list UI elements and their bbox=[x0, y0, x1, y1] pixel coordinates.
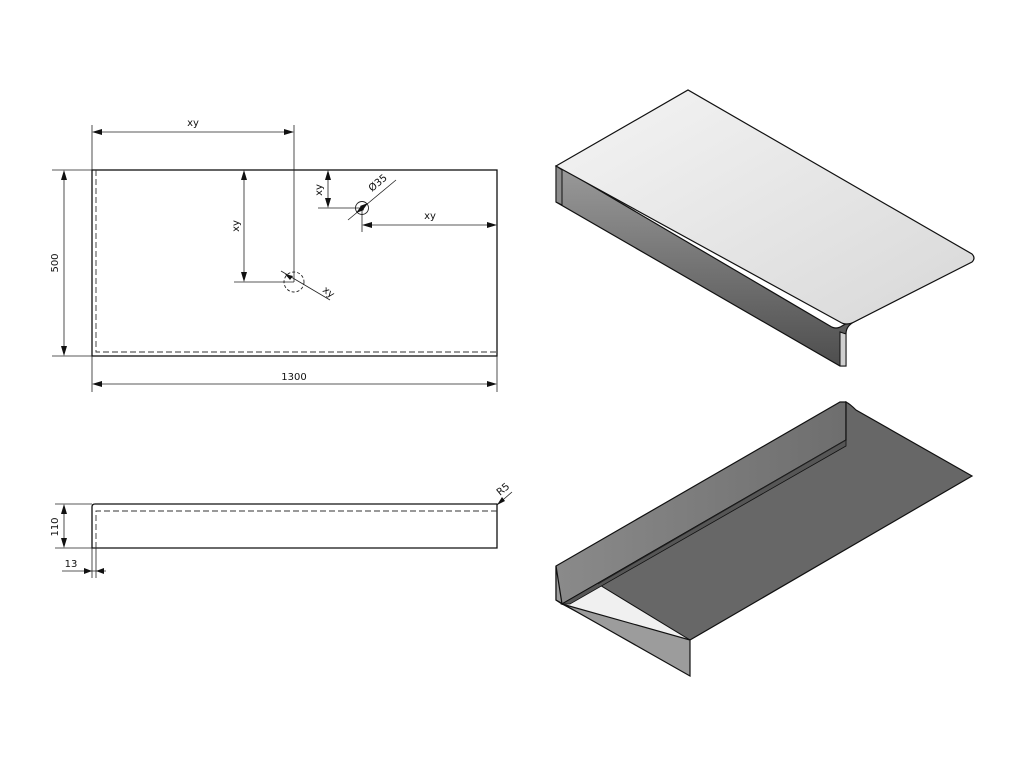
arrowhead bbox=[96, 568, 104, 574]
arrowhead bbox=[61, 346, 67, 356]
dim-height-label: 110 bbox=[50, 517, 61, 536]
top-view: 500 1300 xy xy xy xy bbox=[50, 118, 498, 392]
drain-hole bbox=[283, 271, 305, 293]
dim-radius-label: R5 bbox=[495, 481, 512, 498]
arrowhead bbox=[325, 198, 331, 208]
arrowhead bbox=[325, 170, 331, 180]
dim-hole-x-label: xy bbox=[187, 118, 199, 129]
arrowhead bbox=[61, 170, 67, 180]
small-hole-leader-line bbox=[347, 179, 397, 221]
iso-left-end bbox=[555, 165, 563, 206]
front-view-outline bbox=[91, 503, 498, 549]
iso-front-flange bbox=[555, 565, 691, 678]
iso-edge-line bbox=[597, 439, 847, 585]
arrowhead bbox=[284, 129, 294, 135]
arrowhead bbox=[92, 129, 102, 135]
isometric-view-bottom bbox=[555, 401, 974, 678]
dim-small-hole-y-label: xy bbox=[314, 184, 325, 196]
dim-small-hole-x-label: xy bbox=[424, 211, 436, 222]
arrowhead bbox=[61, 504, 67, 514]
dim-length-label: 1300 bbox=[281, 372, 306, 383]
arrowhead bbox=[356, 206, 364, 213]
arrowhead bbox=[241, 170, 247, 180]
top-view-hidden-edge bbox=[95, 170, 497, 353]
arrowhead bbox=[285, 274, 293, 280]
iso-under-face bbox=[560, 401, 974, 641]
dim-hole-y-label: xy bbox=[231, 220, 242, 232]
arrowhead bbox=[61, 538, 67, 548]
arrowhead bbox=[92, 381, 102, 387]
top-view-outline bbox=[91, 169, 498, 357]
arrowhead bbox=[84, 568, 92, 574]
dim-thickness-label: 13 bbox=[65, 559, 78, 570]
dim-small-hole-dia-label: Ø35 bbox=[366, 172, 390, 194]
iso-right-flange-edge bbox=[839, 331, 847, 367]
isometric-view-top bbox=[554, 89, 975, 367]
iso-top-face bbox=[554, 89, 975, 325]
arrowhead bbox=[487, 222, 497, 228]
front-view: 110 13 R5 bbox=[50, 481, 513, 578]
arrowhead bbox=[241, 272, 247, 282]
arrowhead bbox=[497, 497, 505, 505]
dim-hole-dia-label: xy bbox=[320, 285, 336, 301]
front-view-hidden-edge bbox=[95, 510, 497, 548]
dim-width-label: 500 bbox=[50, 253, 61, 272]
arrowhead bbox=[487, 381, 497, 387]
arrowhead bbox=[362, 222, 372, 228]
